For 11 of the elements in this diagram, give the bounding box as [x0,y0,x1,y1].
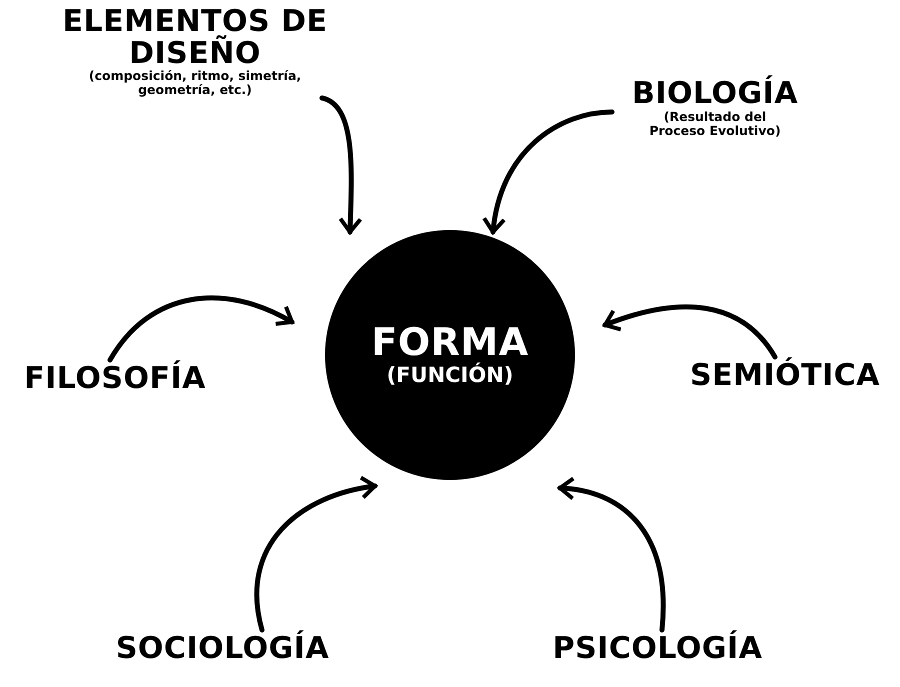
curved-arrow [320,96,362,234]
topic-subtitle: (Resultado del Proceso Evolutivo) [648,110,782,138]
curved-arrow [254,476,378,632]
topic-subtitle: (composición, ritmo, simetría, geometría, etc.) [88,69,302,98]
curved-arrow [108,296,294,362]
topic-title: ELEMENTOS DE DISEÑO [62,6,328,69]
topic-subtitle: (FUNCIÓN) [386,362,514,388]
topic-title: FORMA [371,322,529,363]
curved-arrow [602,304,778,360]
curved-arrow [558,477,666,632]
curved-arrow [482,110,614,234]
